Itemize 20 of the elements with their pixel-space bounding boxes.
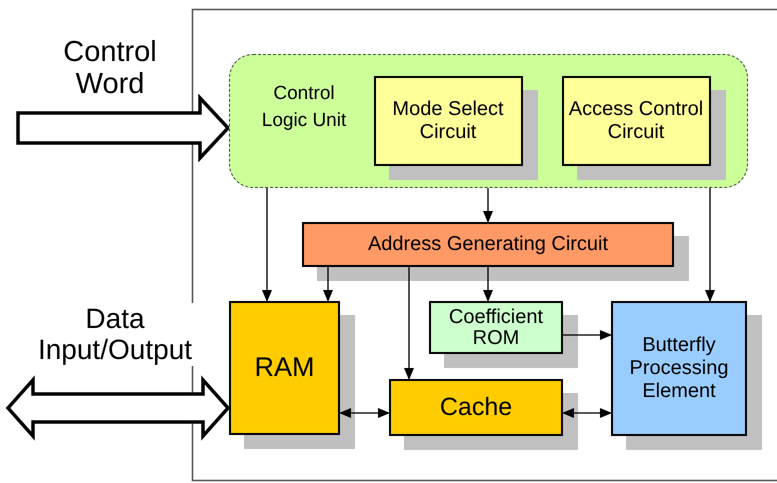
box-label: Coefficient ROM bbox=[448, 306, 544, 348]
box-label: Control Logic Unit bbox=[260, 82, 348, 133]
box-label: RAM bbox=[254, 352, 314, 384]
arrow bbox=[262, 188, 272, 302]
arrow bbox=[705, 188, 715, 302]
box-label: Mode Select Circuit bbox=[391, 98, 505, 144]
box-label: Access Control Circuit bbox=[568, 98, 704, 144]
box-label: Address Generating Circuit bbox=[368, 233, 608, 256]
box-label: Cache bbox=[440, 393, 512, 422]
arrow bbox=[562, 408, 612, 418]
block-arrow bbox=[16, 94, 230, 162]
arrow bbox=[339, 408, 390, 418]
control-logic-group bbox=[229, 54, 748, 188]
arrow bbox=[483, 188, 493, 223]
arrow bbox=[404, 267, 414, 380]
box-label: Butterfly Processing Element bbox=[628, 334, 730, 403]
arrow bbox=[483, 267, 493, 302]
arrow bbox=[323, 267, 333, 302]
arrow bbox=[563, 330, 612, 340]
block-arrow bbox=[6, 375, 230, 441]
